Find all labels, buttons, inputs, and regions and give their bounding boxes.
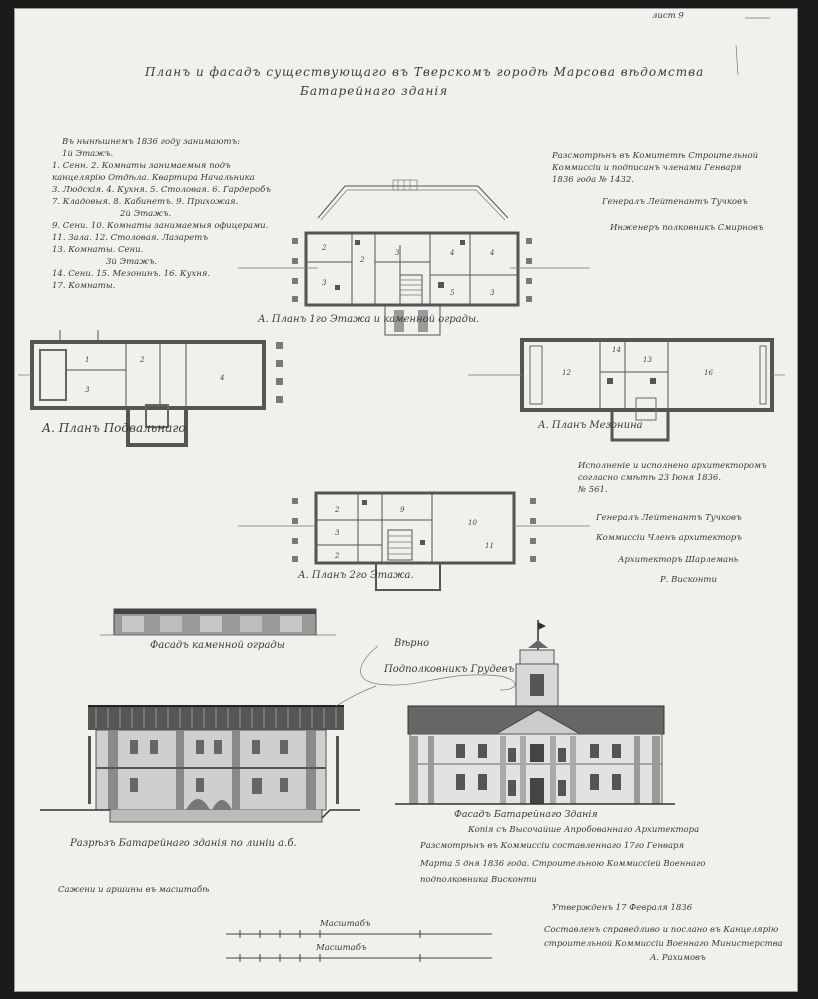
svg-text:4: 4: [219, 374, 224, 382]
building-section: [40, 705, 360, 823]
svg-text:1: 1: [85, 356, 89, 364]
plan1-label: А. Планъ 1го Этажа и каменной ограды.: [258, 314, 480, 325]
svg-text:14: 14: [612, 346, 621, 354]
svg-text:2: 2: [334, 506, 340, 514]
legend-line: 1. Сенн. 2. Комнаты занимаемыя подъ: [52, 161, 231, 171]
legend-floor-3: 3й Этажъ.: [106, 257, 158, 267]
signature-flourish: [360, 645, 516, 691]
note-line: № 561.: [578, 485, 608, 495]
legend-line: 11. Зала. 12. Столовая. Лазаретъ: [52, 233, 209, 243]
stamp-signature: Подполковникъ Грудевъ: [384, 664, 515, 675]
facade-label: Фасадъ Батарейнаго Зданія: [454, 809, 598, 820]
svg-text:9: 9: [400, 506, 405, 514]
mezzanine-label: А. Планъ Мезонина: [538, 420, 643, 431]
section-label: Разрѣзъ Батарейнаго зданія по линіи а.б.: [70, 838, 297, 849]
legend-line: 17. Комнаты.: [52, 281, 116, 291]
plan2-label: А. Планъ 2го Этажа.: [298, 570, 414, 581]
bottom-note-line: Копія съ Высочайше Апробованнаго Архитек…: [468, 825, 700, 835]
svg-text:2: 2: [139, 356, 145, 364]
scale-upper-label: Масштабъ: [320, 919, 371, 929]
legend-floor-1: 1й Этажъ.: [62, 149, 114, 159]
scale-bar: [226, 930, 492, 962]
bottom-note-line: Составленъ справедливо и послано въ Канц…: [544, 925, 779, 935]
scale-caption: Сажени и аршины въ масштабѣ: [58, 885, 210, 895]
legend-line: 3. Людскія. 4. Кухня. 5. Столовая. 6. Га…: [52, 185, 271, 195]
svg-text:5: 5: [450, 289, 455, 297]
bottom-note-line: подполковника Висконти: [420, 875, 537, 885]
pencil-stroke: [735, 44, 739, 76]
plan-basement: 1 3 2 4: [18, 330, 283, 447]
legend-line: канцелярію Отдѣла. Квартира Начальника: [52, 173, 255, 183]
note-line: 1836 года № 1432.: [552, 175, 634, 185]
basement-label: А. Планъ Подвальнаго: [42, 421, 186, 435]
svg-text:13: 13: [643, 356, 652, 364]
bottom-note-line: Утвержденъ 17 Февраля 1836: [552, 903, 693, 913]
bottom-note-line: Марта 5 дня 1836 года. Строительною Комм…: [420, 859, 706, 869]
bottom-note-line: строительной Коммиссіи Военнаго Министер…: [544, 939, 783, 949]
bottom-note-line: А. Рахимовъ: [650, 953, 706, 963]
page-subtitle: Батарейнаго зданія: [300, 84, 449, 98]
svg-text:12: 12: [562, 369, 571, 377]
legend-line: 14. Сени. 15. Мезонинъ. 16. Кухня.: [52, 269, 211, 279]
building-facade: [395, 620, 675, 805]
svg-text:3: 3: [490, 289, 495, 297]
signature-flourish: [335, 685, 377, 707]
legend-line: 7. Кладовыя. 8. Кабинетъ. 9. Прихожая.: [52, 197, 239, 207]
svg-text:2: 2: [321, 244, 327, 252]
plan-first-floor: 2 3 2 3 4 4 5 3: [238, 179, 590, 336]
note-line: Разсмотрѣнъ въ Комитетѣ Строительной: [552, 151, 759, 161]
stamp-verified: Вѣрно: [394, 638, 430, 649]
svg-text:2: 2: [359, 256, 365, 264]
legend-floor-2: 2й Этажъ.: [120, 209, 172, 219]
svg-text:4: 4: [489, 249, 494, 257]
note-line: Инженеръ полковникъ Смирновъ: [610, 223, 764, 233]
svg-text:11: 11: [485, 542, 494, 550]
note-line: Генералъ Лейтенантъ Тучковъ: [596, 513, 742, 523]
svg-text:3: 3: [322, 279, 327, 287]
legend-heading: Въ нынѣшнемъ 1836 году занимаютъ:: [62, 137, 241, 147]
note-line: Генералъ Лейтенантъ Тучковъ: [602, 197, 748, 207]
note-line: Архитекторъ Шарлемань: [618, 555, 739, 565]
plan-mezzanine: 12 13 16 14: [468, 338, 785, 442]
note-line: Исполненіе и исполнено архитекторомъ: [578, 461, 767, 471]
note-line: согласно смѣтѣ 23 Іюня 1836.: [578, 473, 722, 483]
drawing-sheet: [14, 8, 798, 992]
fence-label: Фасадъ каменной ограды: [150, 640, 285, 651]
page-title: Планъ и фасадъ существующаго въ Тверском…: [145, 65, 705, 79]
svg-text:3: 3: [85, 386, 90, 394]
bottom-note-line: Разсмотрѣнъ въ Коммиссіи составленнаго 1…: [420, 841, 685, 851]
svg-text:16: 16: [704, 369, 713, 377]
legend-line: 9. Сени. 10. Комнаты занимаемыя офицерам…: [52, 221, 269, 231]
fence-facade: [100, 608, 336, 636]
svg-text:3: 3: [395, 249, 400, 257]
note-line: Коммиссіи Членъ архитекторъ: [596, 533, 742, 543]
scale-lower-label: Масштабъ: [316, 943, 367, 953]
corner-mark: лист 9: [652, 11, 684, 21]
svg-text:2: 2: [334, 552, 340, 560]
svg-text:3: 3: [335, 529, 340, 537]
note-line: Р. Висконти: [660, 575, 717, 585]
svg-text:4: 4: [449, 249, 454, 257]
legend-line: 13. Комнаты. Сени.: [52, 245, 144, 255]
plan-second-floor: 2 3 2 9 10 11: [238, 491, 590, 591]
note-line: Коммиссіи и подписанъ членами Генваря: [552, 163, 742, 173]
svg-text:10: 10: [468, 519, 477, 527]
